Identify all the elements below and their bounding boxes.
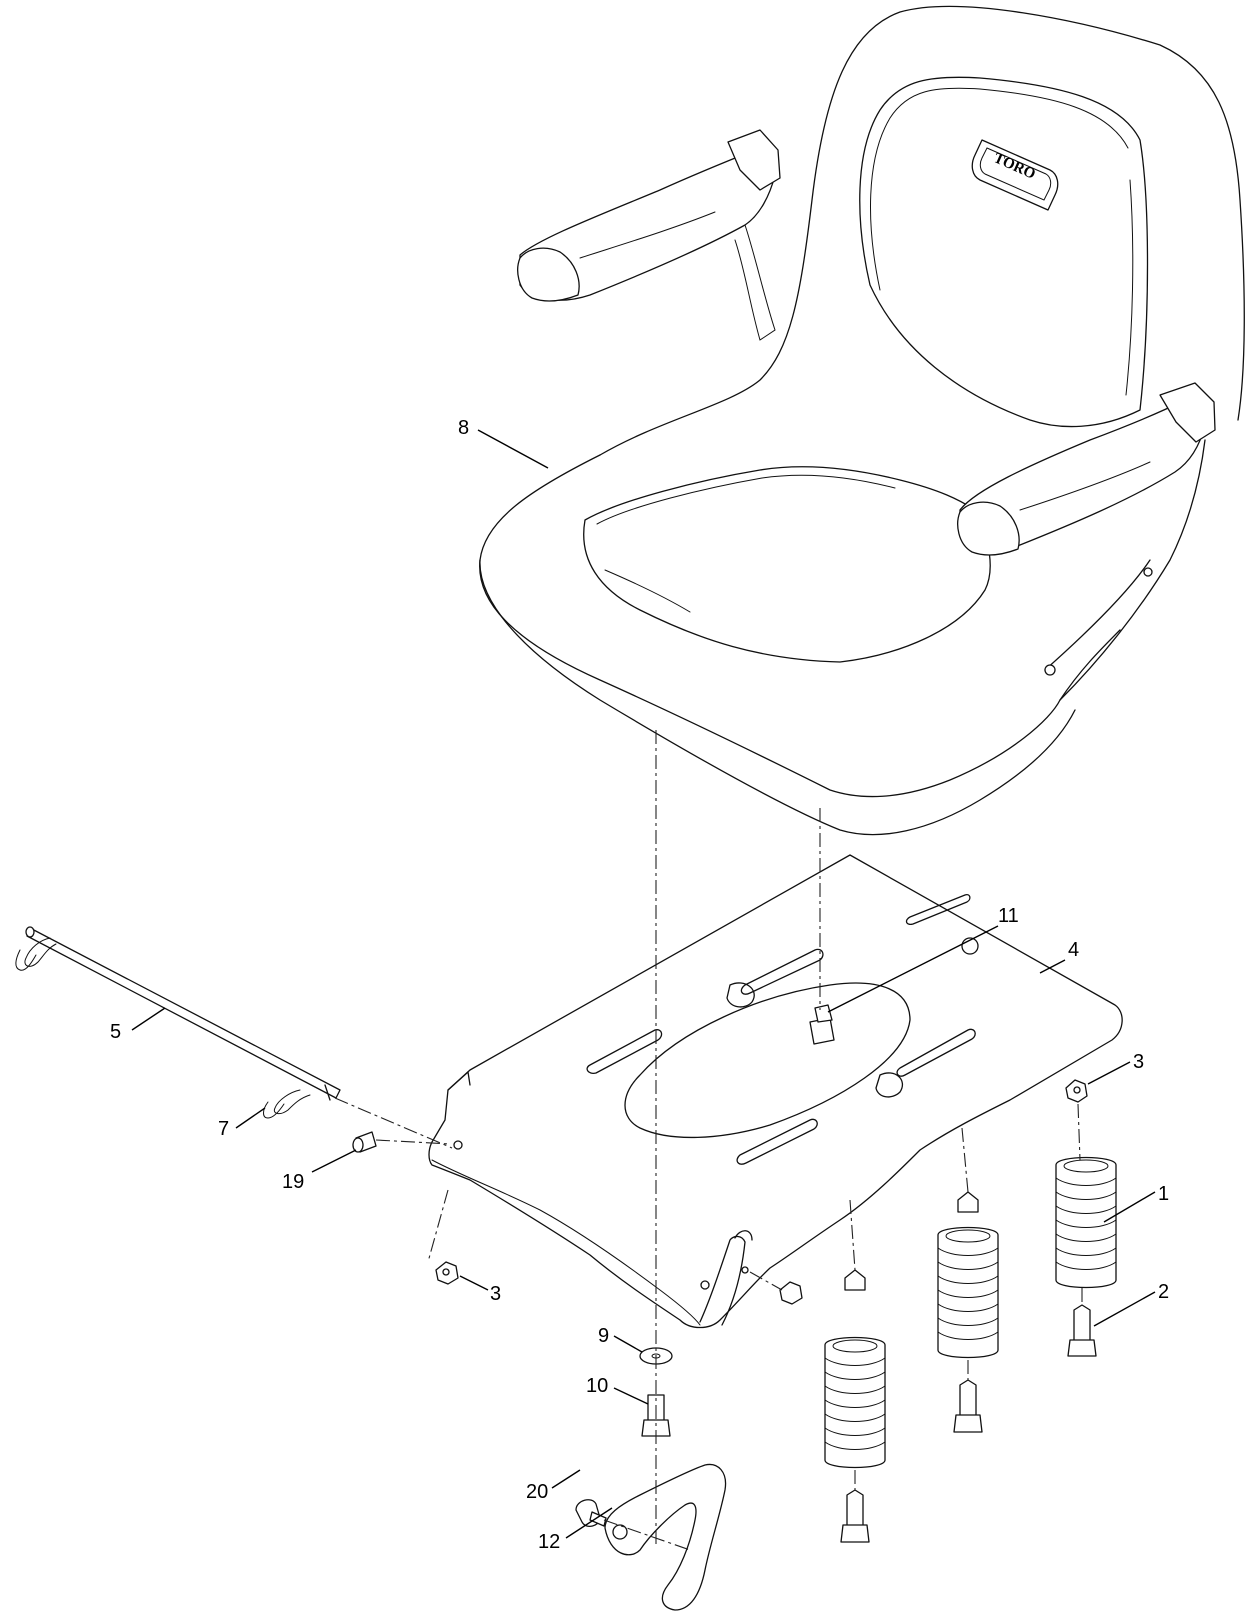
flange-nut — [779, 1281, 803, 1305]
assembly-lines — [334, 730, 1083, 1551]
nut-right — [1065, 1079, 1088, 1103]
plate-bolt — [809, 1004, 835, 1045]
callout-nut-right: 3 — [1133, 1051, 1144, 1073]
spring-front — [824, 1269, 886, 1543]
callout-washer-bolt: 10 — [586, 1375, 608, 1397]
seat-backrest-panel — [859, 76, 1149, 428]
callout-mount-plate: 4 — [1068, 939, 1079, 961]
spring-middle — [937, 1191, 999, 1433]
callout-washer: 9 — [598, 1325, 609, 1347]
callout-rod-bolt: 19 — [282, 1171, 304, 1193]
seat-backrest — [599, 5, 1245, 456]
seat: TORO — [479, 5, 1245, 836]
callout-hairpin: 7 — [218, 1118, 229, 1140]
callout-latch: 12 — [538, 1531, 560, 1553]
latch — [604, 1463, 727, 1611]
armrest-right — [957, 382, 1216, 556]
mount-plate-body — [428, 854, 1123, 1329]
spring-right — [1055, 1156, 1117, 1357]
leader-lines — [131, 429, 1156, 1539]
callout-labels: 8 5 7 19 4 11 3 3 1 2 9 10 20 12 — [110, 417, 1169, 1553]
rod-bolt — [352, 1131, 377, 1153]
callout-plate-bolt: 11 — [998, 905, 1019, 927]
callout-spring-bolt: 2 — [1158, 1281, 1169, 1303]
pivot-rod — [25, 926, 341, 1101]
callout-latch-bolt: 20 — [526, 1481, 548, 1503]
mount-plate — [428, 854, 1123, 1329]
callout-spring: 1 — [1158, 1183, 1169, 1205]
toro-logo: TORO — [971, 139, 1059, 211]
armrest-left — [517, 129, 781, 341]
plate-center-opening — [624, 982, 911, 1139]
nut-left — [435, 1261, 459, 1285]
callout-seat: 8 — [458, 417, 469, 439]
callout-nut-left: 3 — [490, 1283, 501, 1305]
hairpin-clip — [15, 937, 311, 1119]
seat-pocket — [583, 466, 991, 663]
callout-rod: 5 — [110, 1021, 121, 1043]
